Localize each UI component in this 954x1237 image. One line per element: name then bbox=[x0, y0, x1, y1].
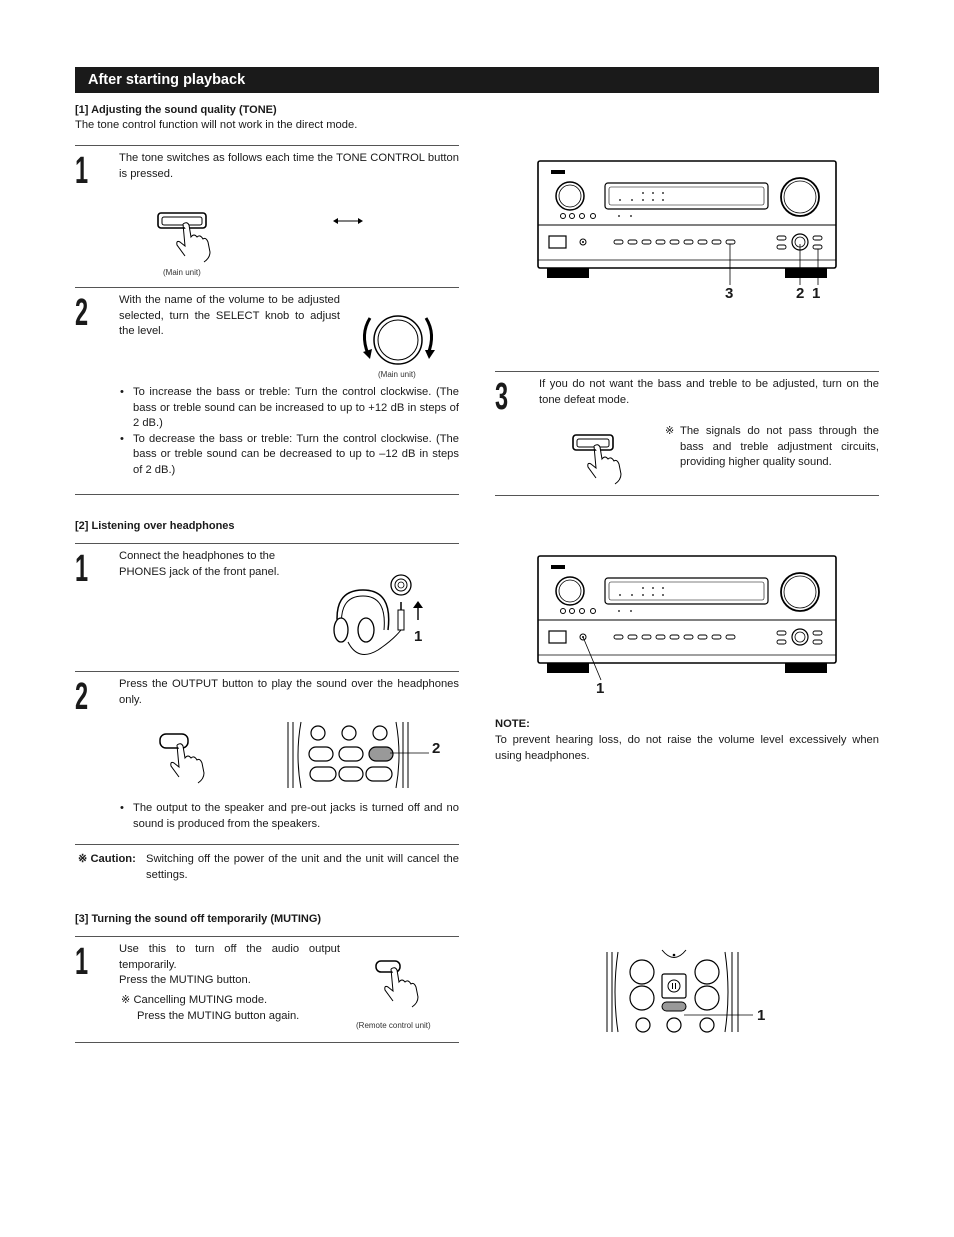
divider bbox=[75, 145, 459, 146]
caution-label: ※ Caution: bbox=[78, 853, 136, 865]
sec3-cancel-note: Press the MUTING button again. bbox=[137, 1010, 300, 1022]
sec3-step1-text: Press the MUTING button. bbox=[119, 974, 251, 986]
headphones-icon bbox=[333, 574, 423, 655]
press-button-hand-icon bbox=[375, 960, 419, 1008]
divider bbox=[75, 1042, 459, 1043]
sec1-step2-text: With the name of the volume to be adjust… bbox=[119, 294, 340, 338]
callout-number: 2 bbox=[432, 740, 441, 757]
step-number: 1 bbox=[75, 548, 89, 590]
sec1-step3-note: The signals do not pass through the bass… bbox=[680, 425, 879, 469]
figure-caption: (Main unit) bbox=[378, 370, 416, 379]
remote-control-muting-figure bbox=[606, 949, 753, 1033]
figure-caption: (Remote control unit) bbox=[356, 1021, 431, 1030]
sec2-step1-text: Connect the headphones to the PHONES jac… bbox=[119, 550, 280, 578]
callout-number: 1 bbox=[414, 628, 423, 645]
step-number: 1 bbox=[75, 150, 89, 192]
callout-number: 2 bbox=[796, 285, 805, 302]
select-knob-icon bbox=[363, 315, 435, 365]
sec3-title: [3] Turning the sound off temporarily (M… bbox=[75, 913, 322, 925]
remote-control-output-figure bbox=[287, 721, 429, 789]
caution-text: Switching off the power of the unit and … bbox=[146, 853, 459, 881]
press-button-hand-icon bbox=[157, 212, 211, 263]
bullet-item: The output to the speaker and pre-out ja… bbox=[120, 801, 459, 832]
step-number: 3 bbox=[495, 376, 509, 418]
receiver-front-panel-figure bbox=[537, 160, 837, 285]
callout-number: 1 bbox=[596, 680, 605, 697]
bullet-item: To decrease the bass or treble: Turn the… bbox=[120, 432, 459, 479]
bullet-item: To increase the bass or treble: Turn the… bbox=[120, 385, 459, 432]
press-button-hand-icon bbox=[159, 733, 205, 784]
sec3-step1-text: Use this to turn off the audio output te… bbox=[119, 943, 340, 971]
sec3-cancel-note: ※ Cancelling MUTING mode. bbox=[121, 994, 268, 1006]
callout-number: 1 bbox=[757, 1007, 766, 1024]
double-arrow-icon bbox=[333, 218, 363, 224]
sec1-step1-text: The tone switches as follows each time t… bbox=[119, 152, 459, 180]
sec1-title: [1] Adjusting the sound quality (TONE) bbox=[75, 104, 277, 116]
sec2-step2-text: Press the OUTPUT button to play the soun… bbox=[119, 678, 459, 706]
step-number: 2 bbox=[75, 292, 89, 334]
step-number: 1 bbox=[75, 941, 89, 983]
figure-caption: (Main unit) bbox=[163, 268, 201, 277]
divider bbox=[495, 371, 879, 372]
note-text: To prevent hearing loss, do not raise th… bbox=[495, 734, 879, 762]
divider bbox=[75, 494, 459, 495]
press-button-hand-icon bbox=[572, 434, 622, 485]
divider bbox=[75, 936, 459, 937]
divider bbox=[75, 671, 459, 672]
divider bbox=[75, 543, 459, 544]
divider bbox=[495, 495, 879, 496]
callout-number: 1 bbox=[812, 285, 821, 302]
sec2-title: [2] Listening over headphones bbox=[75, 520, 235, 532]
divider bbox=[75, 287, 459, 288]
divider bbox=[75, 844, 459, 845]
note-label: NOTE: bbox=[495, 718, 530, 730]
reference-mark: ※ bbox=[665, 425, 675, 437]
step-number: 2 bbox=[75, 676, 89, 718]
sec1-step3-text: If you do not want the bass and treble t… bbox=[539, 378, 879, 406]
sec1-note: The tone control function will not work … bbox=[75, 119, 358, 131]
receiver-front-panel-figure bbox=[537, 555, 837, 681]
section-header: After starting playback bbox=[75, 67, 879, 93]
callout-number: 3 bbox=[725, 285, 734, 302]
